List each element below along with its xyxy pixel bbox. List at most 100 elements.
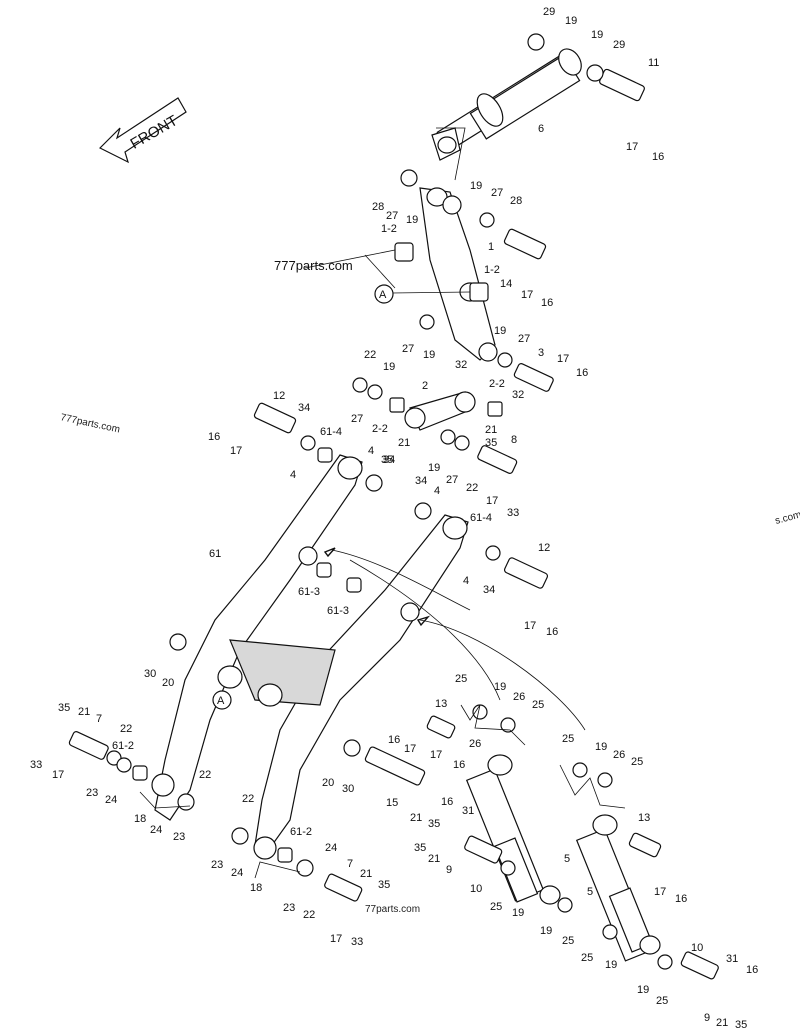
part-label: 21 [716, 1017, 728, 1029]
part-label: 21 [485, 424, 497, 436]
part-label: 35 [58, 702, 70, 714]
part-label: 26 [513, 691, 525, 703]
part-label: 33 [351, 936, 363, 948]
lift-cylinder-right [575, 814, 661, 962]
part-label: 35 [414, 842, 426, 854]
part-label: 21 [360, 868, 372, 880]
part-label: 22 [466, 482, 478, 494]
watermark-main: 777parts.com [274, 258, 353, 273]
watermark-left: 777parts.com [59, 412, 121, 435]
part-label: 31 [462, 805, 474, 817]
part-label: 24 [105, 794, 117, 806]
part-label: 35 [735, 1019, 747, 1031]
part-label: 20 [322, 777, 334, 789]
part-label: 29 [543, 6, 555, 18]
part-label: 17 [654, 886, 666, 898]
part-label: 19 [540, 925, 552, 937]
part-label: 4 [434, 485, 440, 497]
part-label: 17 [521, 289, 533, 301]
part-label: 24 [231, 867, 243, 879]
part-label: 19 [428, 462, 440, 474]
part-label: 22 [199, 769, 211, 781]
part-label: 24 [150, 824, 162, 836]
part-label: 25 [581, 952, 593, 964]
watermark-bottom: 77parts.com [365, 904, 420, 915]
part-label: 19 [423, 349, 435, 361]
part-label: 25 [532, 699, 544, 711]
part-label: 4 [463, 575, 469, 587]
part-label: 34 [298, 402, 310, 414]
part-label: 10 [691, 942, 703, 954]
part-label: 17 [626, 141, 638, 153]
part-label: 27 [518, 333, 530, 345]
part-label: 61-3 [298, 586, 320, 598]
part-label: 9 [704, 1012, 710, 1024]
part-label: 31 [726, 953, 738, 965]
part-label: 13 [638, 812, 650, 824]
part-label: 19 [512, 907, 524, 919]
part-label: 22 [303, 909, 315, 921]
part-label: 61 [209, 548, 221, 560]
part-label: 27 [491, 187, 503, 199]
part-label: 21 [78, 706, 90, 718]
part-label: 18 [134, 813, 146, 825]
part-label: 61-2 [290, 826, 312, 838]
part-label: 27 [386, 210, 398, 222]
part-label: 16 [208, 431, 220, 443]
part-label: 4 [290, 469, 296, 481]
part-label: 20 [162, 677, 174, 689]
part-label: 19 [494, 681, 506, 693]
part-label: 24 [325, 842, 337, 854]
washers [106, 33, 673, 970]
part-label: 19 [470, 180, 482, 192]
part-label: 25 [631, 756, 643, 768]
part-label: 12 [538, 542, 550, 554]
part-label: 17 [557, 353, 569, 365]
part-label: 16 [546, 626, 558, 638]
part-label: 19 [637, 984, 649, 996]
part-label: 16 [652, 151, 664, 163]
part-label: 30 [144, 668, 156, 680]
lift-cylinder-left [465, 754, 561, 905]
part-label: 61-4 [320, 426, 342, 438]
part-label: 21 [428, 853, 440, 865]
main-boom [151, 454, 469, 860]
part-label: 26 [613, 749, 625, 761]
part-label: 23 [173, 831, 185, 843]
part-label: 29 [613, 39, 625, 51]
leader-lines [139, 127, 626, 879]
part-label: 18 [250, 882, 262, 894]
part-label: 13 [435, 698, 447, 710]
part-label: 33 [30, 759, 42, 771]
part-label: 28 [372, 201, 384, 213]
part-label: 3 [538, 347, 544, 359]
part-label: 16 [541, 297, 553, 309]
part-label: 21 [398, 437, 410, 449]
part-label: 61-3 [327, 605, 349, 617]
part-label: 16 [576, 367, 588, 379]
part-label: 4 [368, 445, 374, 457]
part-label: 2 [422, 380, 428, 392]
link-2 [389, 391, 503, 431]
part-label: 25 [562, 733, 574, 745]
boom-cylinder-top [431, 48, 582, 161]
part-label: 25 [490, 901, 502, 913]
part-label: 23 [211, 859, 223, 871]
part-label: 61-2 [112, 740, 134, 752]
part-label: 17 [404, 743, 416, 755]
part-label: 19 [565, 15, 577, 27]
part-label: 17 [52, 769, 64, 781]
part-label: 5 [587, 886, 593, 898]
part-label: 26 [469, 738, 481, 750]
part-label: 35 [378, 879, 390, 891]
part-label: 17 [486, 495, 498, 507]
part-label: 9 [446, 864, 452, 876]
callout-a-top: A [374, 284, 394, 304]
part-label: 22 [242, 793, 254, 805]
part-label: 28 [510, 195, 522, 207]
part-label: 17 [230, 445, 242, 457]
part-label: 23 [86, 787, 98, 799]
part-label: 8 [511, 434, 517, 446]
part-label: 16 [675, 893, 687, 905]
part-label: 35 [381, 454, 393, 466]
